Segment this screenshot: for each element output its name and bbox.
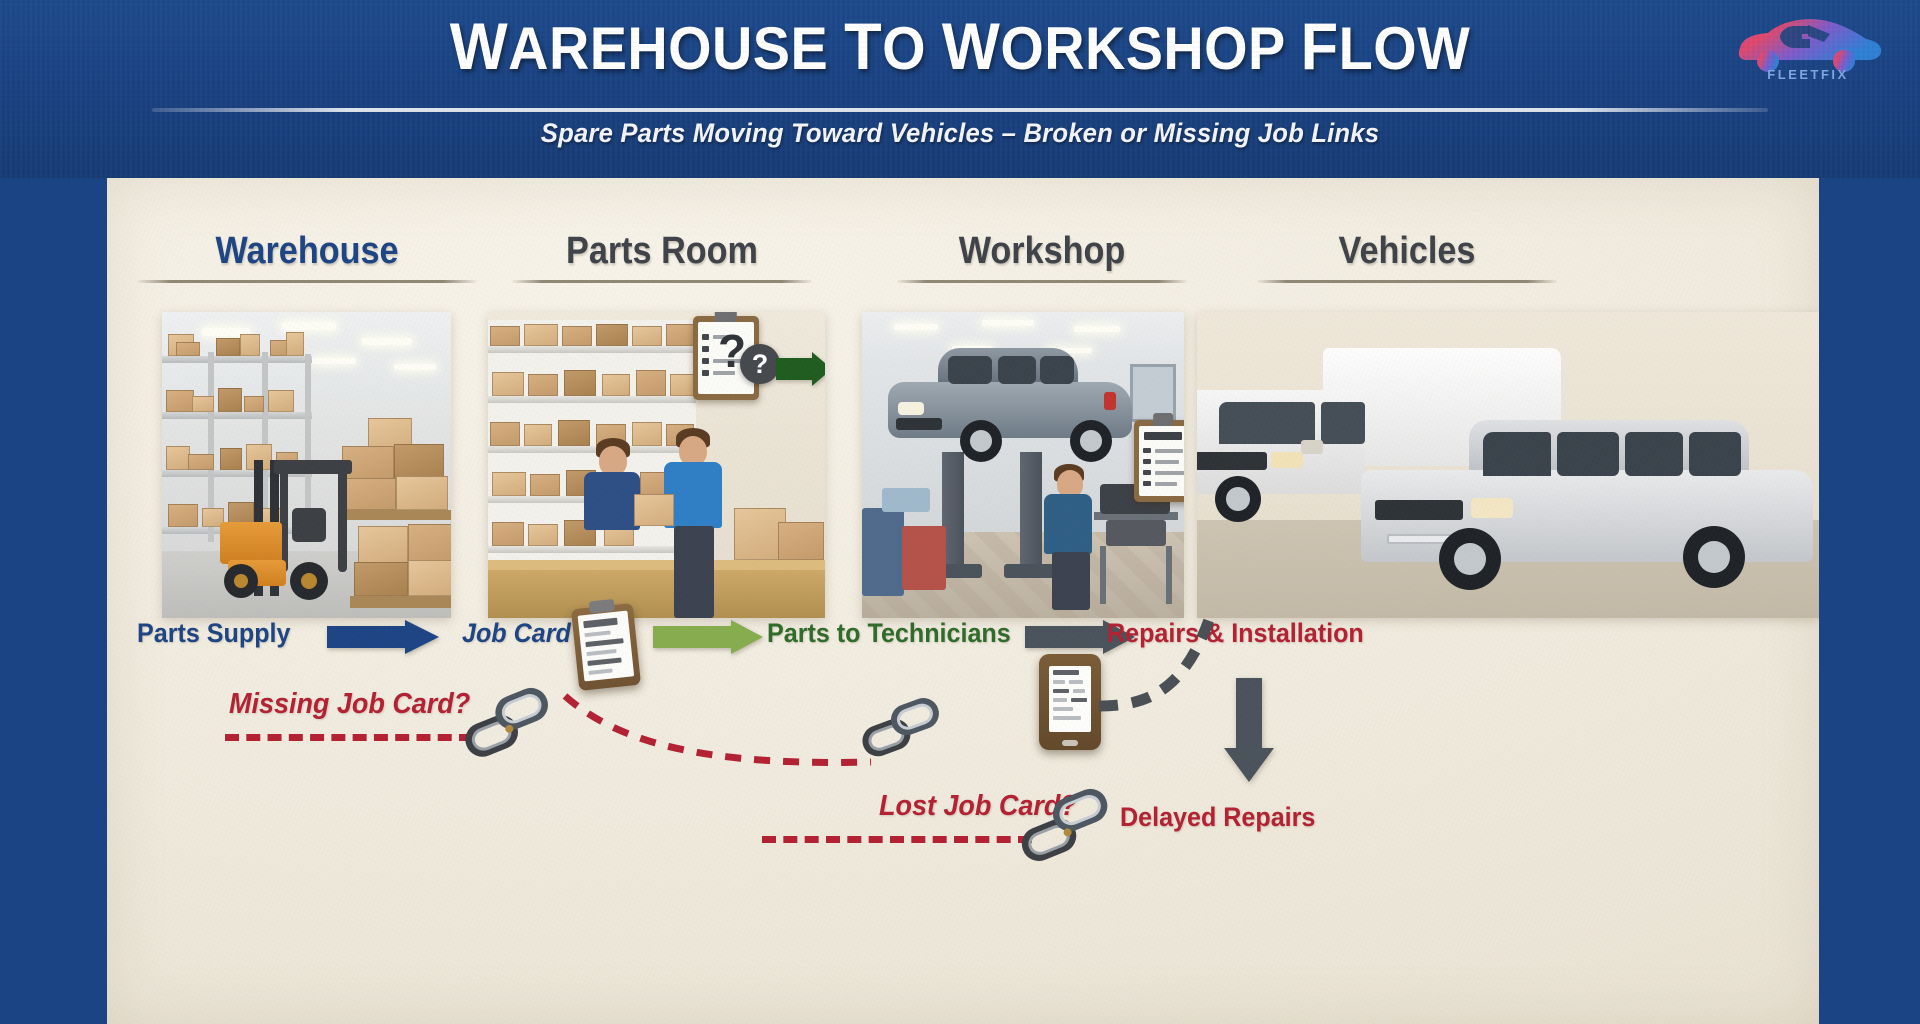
panel-workshop <box>862 312 1184 618</box>
fleet-suv <box>1353 420 1819 616</box>
flow-arrow-job-card <box>653 620 763 654</box>
column-rule-parts-room <box>512 280 812 283</box>
fleetfix-logo[interactable]: FLEETFIX <box>1732 8 1884 86</box>
header-band: WAREHOUSE TO WORKSHOP FLOW Spare Parts M… <box>0 0 1920 178</box>
car-with-wrench-icon <box>1738 19 1882 72</box>
content-card: Warehouse Parts Room Workshop Vehicles <box>107 178 1819 1024</box>
flow-label-job-card: Job Card <box>462 618 571 648</box>
column-heading-warehouse: Warehouse <box>215 230 399 272</box>
broken-chain-icon-2 <box>862 698 939 757</box>
break-curve-missing-job-card <box>562 693 872 766</box>
title-divider <box>152 108 1768 112</box>
panel-parts-room: ? ? <box>488 312 825 618</box>
broken-chain-icon-1 <box>465 687 548 757</box>
column-rule-warehouse <box>137 280 477 283</box>
job-card-clipboard-icon <box>570 598 642 692</box>
workshop-vehicle-on-lift <box>882 348 1134 462</box>
break-dashline-missing-job-card <box>225 734 473 741</box>
panel-warehouse <box>162 312 451 618</box>
broken-chain-icon-3 <box>1021 788 1108 861</box>
flow-label-delayed-repairs: Delayed Repairs <box>1120 802 1316 832</box>
flow-label-parts-supply: Parts Supply <box>137 618 291 648</box>
workflow-dashed-curve <box>1098 606 1219 712</box>
column-heading-parts-room: Parts Room <box>566 230 758 272</box>
flow-label-repairs-installation: Repairs & Installation <box>1107 618 1364 648</box>
page-title: WAREHOUSE TO WORKSHOP FLOW <box>449 9 1471 83</box>
break-label-missing-job-card: Missing Job Card? <box>229 688 471 720</box>
tablet-job-card-icon <box>1039 654 1101 750</box>
column-rule-workshop <box>897 280 1187 283</box>
flow-arrow-parts-supply <box>327 620 439 654</box>
logo-wordmark: FLEETFIX <box>1767 67 1849 82</box>
workshop-clipboard-icon <box>1134 413 1184 502</box>
break-dashline-lost-job-card <box>762 836 1032 843</box>
column-heading-vehicles: Vehicles <box>1338 230 1476 272</box>
column-rule-vehicles <box>1257 280 1557 283</box>
page-subtitle: Spare Parts Moving Toward Vehicles – Bro… <box>540 118 1380 148</box>
break-label-lost-job-card: Lost Job Card? <box>879 790 1077 822</box>
fleet-van <box>1197 348 1563 538</box>
panel-vehicles <box>1197 312 1819 618</box>
flow-label-parts-to-technicians: Parts to Technicians <box>767 618 1011 648</box>
parts-room-exit-arrow <box>776 352 825 386</box>
flow-arrow-parts-to-technicians <box>1025 620 1135 654</box>
flow-arrow-delayed-repairs <box>1224 678 1274 782</box>
question-mark-badge-icon: ? <box>740 344 780 384</box>
column-heading-workshop: Workshop <box>958 230 1126 272</box>
